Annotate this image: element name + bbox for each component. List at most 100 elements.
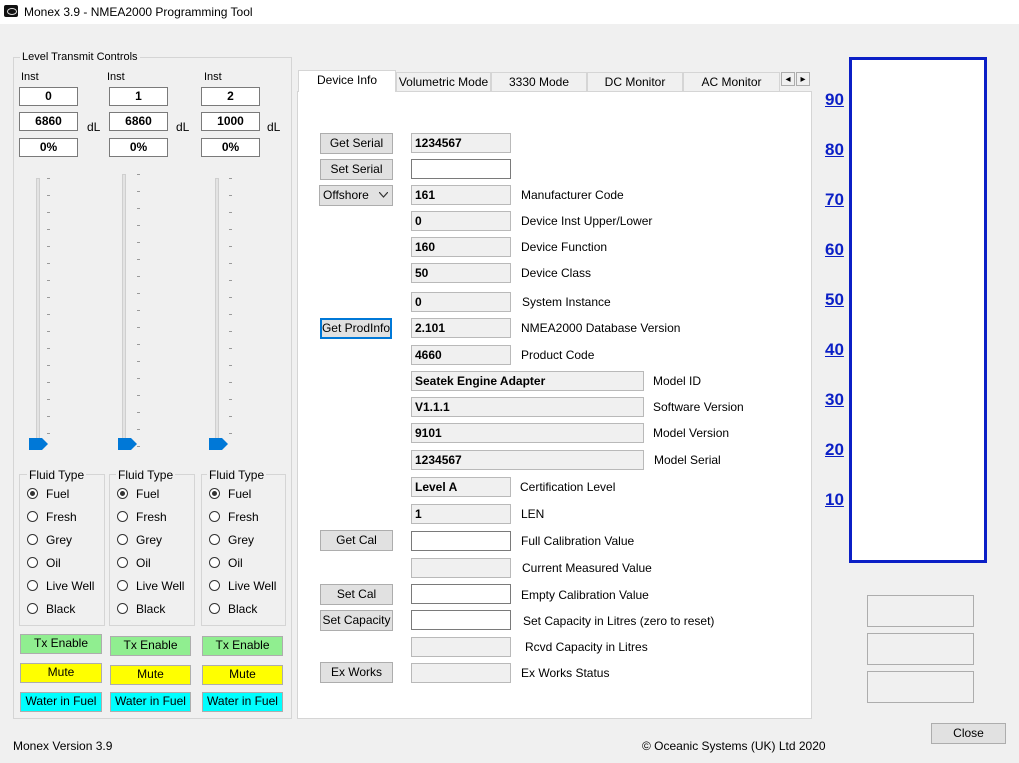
fluid-option-label: Fresh: [136, 510, 167, 524]
tank-level-gauge: [849, 57, 987, 563]
radio-button[interactable]: [209, 488, 220, 499]
tab-3330-mode[interactable]: 3330 Mode: [491, 72, 587, 92]
fluid-option-label: Fuel: [136, 487, 160, 501]
radio-button[interactable]: [209, 603, 220, 614]
fluid-option-label: Oil: [136, 556, 151, 570]
radio-button[interactable]: [117, 511, 128, 522]
radio-button[interactable]: [117, 557, 128, 568]
ex-works-status-label: Ex Works Status: [521, 666, 610, 680]
ex-works-button[interactable]: Ex Works: [320, 662, 393, 683]
water-in-fuel-button[interactable]: Water in Fuel: [110, 692, 191, 712]
slider-tick: [137, 191, 140, 192]
tab-device-info[interactable]: Device Info: [298, 70, 396, 92]
radio-button[interactable]: [209, 557, 220, 568]
level-transmit-group-label: Level Transmit Controls: [20, 51, 140, 63]
set-capacity-button[interactable]: Set Capacity: [320, 610, 393, 631]
empty-cal-label: Empty Calibration Value: [521, 588, 649, 602]
slider-tick: [229, 365, 232, 366]
status-box-3: [867, 671, 974, 703]
level-value-field[interactable]: 1000: [201, 112, 260, 131]
mute-button[interactable]: Mute: [202, 665, 283, 685]
unit-label: dL: [87, 120, 101, 134]
radio-button[interactable]: [27, 603, 38, 614]
radio-button[interactable]: [27, 557, 38, 568]
set-capacity-input[interactable]: [411, 610, 511, 630]
db-version-label: NMEA2000 Database Version: [521, 321, 681, 335]
radio-button[interactable]: [27, 511, 38, 522]
radio-button[interactable]: [209, 580, 220, 591]
full-cal-label: Full Calibration Value: [521, 534, 635, 548]
certification-level-label: Certification Level: [520, 480, 616, 494]
tab-dc-monitor[interactable]: DC Monitor: [587, 72, 683, 92]
radio-button[interactable]: [117, 603, 128, 614]
level-slider-track[interactable]: [122, 174, 126, 446]
level-slider-thumb[interactable]: [209, 438, 229, 450]
level-slider-thumb[interactable]: [29, 438, 49, 450]
set-serial-button[interactable]: Set Serial: [320, 159, 393, 180]
tab-scroll-left-button[interactable]: ◂: [781, 72, 795, 86]
level-value-field[interactable]: 6860: [19, 112, 78, 131]
tab-scroll-right-button[interactable]: ▸: [796, 72, 810, 86]
water-in-fuel-button[interactable]: Water in Fuel: [202, 692, 283, 712]
model-id-label: Model ID: [653, 374, 702, 388]
certification-level-field: Level A: [411, 477, 511, 497]
db-version-field: 2.101: [411, 318, 511, 338]
radio-button[interactable]: [27, 534, 38, 545]
inst-label: Inst: [204, 71, 222, 83]
slider-tick: [137, 378, 140, 379]
get-serial-button[interactable]: Get Serial: [320, 133, 393, 154]
radio-button[interactable]: [27, 580, 38, 591]
inst-field[interactable]: 0: [19, 87, 78, 106]
radio-button[interactable]: [117, 580, 128, 591]
fluid-option-label: Oil: [46, 556, 61, 570]
slider-tick: [229, 246, 232, 247]
radio-button[interactable]: [117, 534, 128, 545]
device-function-label: Device Function: [521, 240, 608, 254]
radio-button[interactable]: [117, 488, 128, 499]
level-value-field[interactable]: 6860: [109, 112, 168, 131]
slider-tick: [229, 263, 232, 264]
radio-button[interactable]: [209, 511, 220, 522]
mute-button[interactable]: Mute: [110, 665, 191, 685]
radio-button[interactable]: [209, 534, 220, 545]
slider-tick: [47, 263, 50, 264]
slider-tick: [137, 208, 140, 209]
empty-cal-input[interactable]: [411, 584, 511, 604]
set-cal-button[interactable]: Set Cal: [320, 584, 393, 605]
slider-tick: [47, 178, 50, 179]
model-serial-field: 1234567: [411, 450, 644, 470]
slider-tick: [47, 229, 50, 230]
level-slider-track[interactable]: [215, 178, 219, 446]
tx-enable-button[interactable]: Tx Enable: [20, 634, 102, 654]
percent-field: 0%: [201, 138, 260, 157]
slider-tick: [47, 314, 50, 315]
full-cal-input[interactable]: [411, 531, 511, 551]
current-measured-label: Current Measured Value: [522, 561, 652, 575]
slider-tick: [137, 259, 140, 260]
inst-field[interactable]: 1: [109, 87, 168, 106]
fluid-option-label: Live Well: [228, 579, 277, 593]
tab-ac-monitor[interactable]: AC Monitor: [683, 72, 780, 92]
inst-field[interactable]: 2: [201, 87, 260, 106]
device-function-field: 160: [411, 237, 511, 257]
slider-tick: [229, 178, 232, 179]
mute-button[interactable]: Mute: [20, 663, 102, 683]
tx-enable-button[interactable]: Tx Enable: [202, 636, 283, 656]
get-cal-button[interactable]: Get Cal: [320, 530, 393, 551]
serial-set-input[interactable]: [411, 159, 511, 179]
radio-button[interactable]: [27, 488, 38, 499]
water-in-fuel-button[interactable]: Water in Fuel: [20, 692, 102, 712]
level-slider-thumb[interactable]: [118, 438, 138, 450]
fluid-option-label: Fresh: [46, 510, 77, 524]
software-version-field: V1.1.1: [411, 397, 644, 417]
close-button[interactable]: Close: [931, 723, 1006, 744]
tab-volumetric-mode[interactable]: Volumetric Mode: [396, 72, 491, 92]
chevron-down-icon: [379, 192, 388, 198]
model-version-field: 9101: [411, 423, 644, 443]
tx-enable-button[interactable]: Tx Enable: [110, 636, 191, 656]
level-slider-track[interactable]: [36, 178, 40, 446]
slider-tick: [137, 276, 140, 277]
fluid-option-label: Oil: [228, 556, 243, 570]
get-prodinfo-button[interactable]: Get ProdInfo: [320, 318, 392, 339]
network-dropdown[interactable]: Offshore: [319, 185, 393, 206]
